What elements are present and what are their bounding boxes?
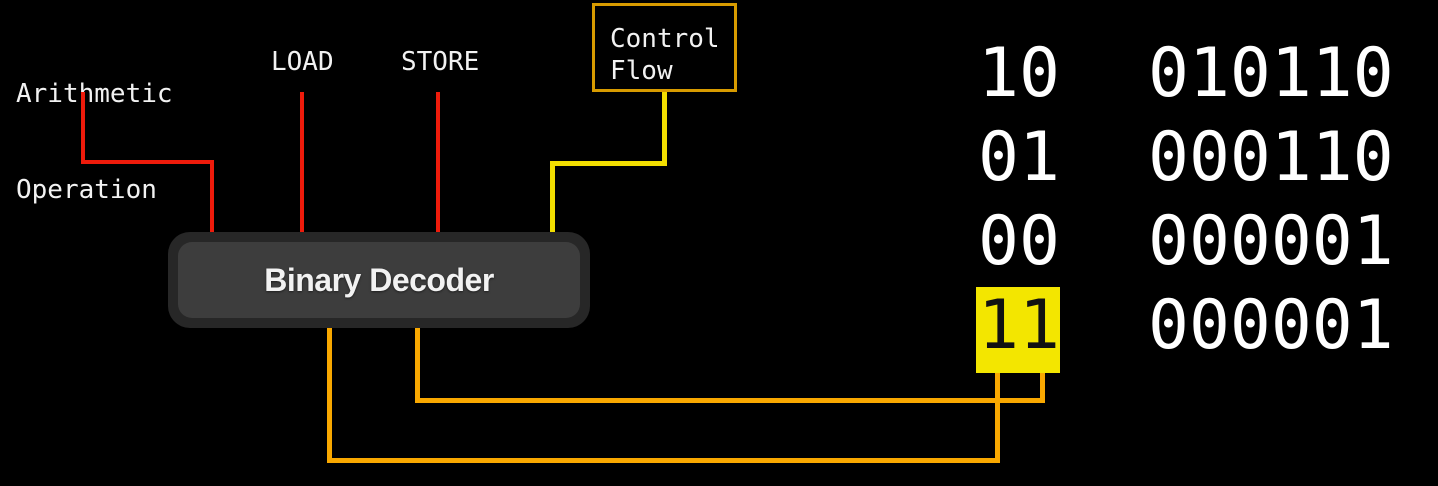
wire-control-flow-vertical-bottom bbox=[550, 161, 555, 233]
arithmetic-operation-label: Arithmetic Operation bbox=[16, 14, 173, 270]
control-flow-label-line2: Flow bbox=[610, 56, 673, 86]
wire-control-flow-horizontal bbox=[550, 161, 667, 166]
output-value: 000001 bbox=[1148, 202, 1394, 281]
store-label: STORE bbox=[401, 47, 480, 77]
code-value-highlighted: 11 bbox=[978, 286, 1060, 365]
wire-output-a-vertical-right bbox=[995, 373, 1000, 463]
binary-decoder-label: Binary Decoder bbox=[264, 261, 494, 298]
binary-decoder-box: Binary Decoder bbox=[168, 232, 590, 328]
arithmetic-operation-label-line1: Arithmetic bbox=[16, 79, 173, 109]
output-value: 000110 bbox=[1148, 118, 1394, 197]
binary-decoder-box-inner: Binary Decoder bbox=[178, 242, 580, 318]
control-flow-label-line1: Control bbox=[610, 24, 720, 54]
table-row-highlighted: 11 000001 bbox=[978, 286, 1394, 376]
code-value: 01 bbox=[978, 118, 1060, 197]
output-value: 000001 bbox=[1148, 286, 1394, 365]
arithmetic-operation-label-line2: Operation bbox=[16, 175, 157, 205]
load-label: LOAD bbox=[271, 47, 334, 77]
wire-control-flow-vertical-top bbox=[662, 92, 667, 166]
wire-output-a-vertical-left bbox=[327, 328, 332, 463]
selected-code-highlight bbox=[976, 287, 1060, 373]
table-row: 01 000110 bbox=[978, 118, 1394, 208]
wire-output-a-horizontal bbox=[327, 458, 1000, 463]
control-flow-box: Control Flow bbox=[592, 3, 737, 92]
code-value: 00 bbox=[978, 202, 1060, 281]
wire-arithmetic-vertical-bottom bbox=[210, 160, 214, 233]
wire-store bbox=[436, 92, 440, 233]
code-value: 10 bbox=[978, 34, 1060, 113]
wire-load bbox=[300, 92, 304, 233]
output-value: 010110 bbox=[1148, 34, 1394, 113]
wire-output-b-horizontal bbox=[415, 398, 1045, 403]
wire-output-b-vertical-right bbox=[1040, 373, 1045, 403]
wire-arithmetic-horizontal bbox=[81, 160, 214, 164]
wire-arithmetic-vertical-top bbox=[81, 92, 85, 164]
table-row: 10 010110 bbox=[978, 34, 1394, 124]
table-row: 00 000001 bbox=[978, 202, 1394, 292]
wire-output-b-vertical-left bbox=[415, 328, 420, 403]
